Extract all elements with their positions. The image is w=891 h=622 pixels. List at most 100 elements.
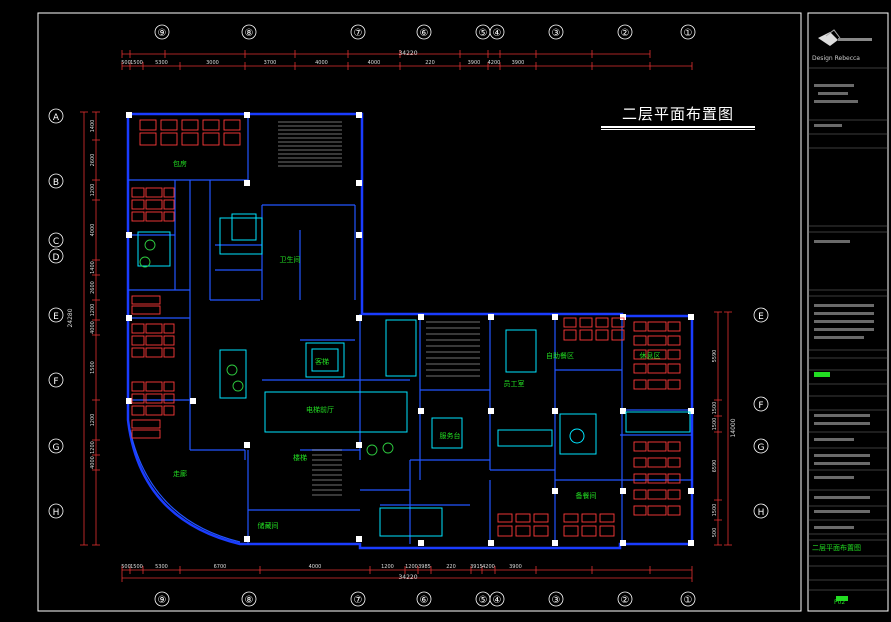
grid-bubble-label: B bbox=[53, 178, 59, 188]
dining-chair bbox=[131, 199, 145, 210]
dining-chair bbox=[163, 335, 175, 346]
grid-bubble-label: ⑤ bbox=[479, 28, 488, 39]
structural-column bbox=[488, 314, 494, 320]
grid-bubble bbox=[48, 503, 64, 519]
structural-column bbox=[620, 488, 626, 494]
dining-table bbox=[131, 429, 161, 439]
dim-bottom-label: 220 bbox=[446, 564, 456, 570]
grid-bubble-label: ⑤ bbox=[479, 595, 488, 606]
structural-column bbox=[552, 408, 558, 414]
dim-left-label: 4000 bbox=[90, 456, 96, 469]
grid-bubble bbox=[350, 591, 366, 607]
dining-chair bbox=[163, 323, 175, 334]
dining-chair bbox=[131, 323, 145, 334]
dining-table bbox=[647, 321, 667, 332]
dim-left-label: 1200 bbox=[90, 304, 96, 317]
dim-bottom-label: 5300 bbox=[155, 564, 168, 570]
title-block-text-bar bbox=[814, 454, 870, 457]
structural-column bbox=[126, 232, 132, 238]
plant-icon bbox=[226, 364, 238, 376]
structural-column bbox=[688, 488, 694, 494]
dim-top-label: 4000 bbox=[315, 60, 328, 66]
title-block-text-bar bbox=[814, 100, 858, 103]
dim-bottom-label: 1200 bbox=[405, 564, 418, 570]
dining-chair bbox=[599, 513, 615, 523]
dining-chair bbox=[131, 211, 145, 222]
title-block-text-bar bbox=[814, 476, 854, 479]
grid-bubble bbox=[48, 307, 64, 323]
title-block-green-tag bbox=[814, 372, 830, 377]
staff-fixtures bbox=[559, 413, 597, 455]
dim-left-label: 1400 bbox=[90, 120, 96, 133]
sheet-number: P02 bbox=[834, 599, 845, 606]
room-label: 休息区 bbox=[640, 351, 661, 360]
title-block-text-bar bbox=[814, 312, 874, 315]
structural-column bbox=[688, 408, 694, 414]
structural-column bbox=[126, 398, 132, 404]
grid-bubble-label: ③ bbox=[552, 28, 561, 39]
plant-icon bbox=[232, 380, 244, 392]
dining-chair bbox=[163, 199, 175, 210]
dining-chair bbox=[667, 363, 681, 374]
grid-bubble-label: D bbox=[53, 253, 60, 263]
dining-chair bbox=[497, 513, 513, 523]
room-label: 客梯 bbox=[315, 357, 329, 366]
dining-table bbox=[647, 441, 667, 452]
dining-chair bbox=[667, 505, 681, 516]
elevator-shaft bbox=[305, 342, 345, 378]
grid-bubble-label: E bbox=[758, 312, 764, 322]
dim-left-label: 4000 bbox=[90, 321, 96, 334]
room-label: 楼梯 bbox=[293, 453, 307, 462]
dim-top-label: 4200 bbox=[488, 60, 501, 66]
structural-column bbox=[244, 112, 250, 118]
elevator-lobby-box bbox=[264, 391, 408, 433]
grid-bubble-label: ⑧ bbox=[245, 595, 254, 606]
grid-bubble-label: H bbox=[758, 508, 765, 518]
dining-table bbox=[145, 405, 163, 416]
dining-table bbox=[145, 187, 163, 198]
dining-table bbox=[139, 132, 157, 146]
dining-table bbox=[563, 329, 577, 341]
grid-bubble-label: H bbox=[53, 508, 60, 518]
dim-top-label: 4000 bbox=[368, 60, 381, 66]
dim-right-label: 6590 bbox=[712, 460, 718, 473]
dining-table bbox=[145, 335, 163, 346]
dining-chair bbox=[581, 513, 597, 523]
plant-icon bbox=[382, 442, 394, 454]
dining-chair bbox=[633, 457, 647, 468]
dining-chair bbox=[579, 317, 593, 328]
structural-column bbox=[488, 408, 494, 414]
dining-chair bbox=[163, 211, 175, 222]
dining-chair bbox=[202, 119, 220, 131]
grid-bubble bbox=[48, 173, 64, 189]
washroom-fixtures bbox=[379, 507, 443, 537]
structural-column bbox=[620, 408, 626, 414]
grid-bubble-label: ④ bbox=[493, 28, 502, 39]
title-block-text-bar bbox=[814, 304, 874, 307]
grid-bubble bbox=[617, 591, 633, 607]
dim-top-label: 220 bbox=[425, 60, 435, 66]
structural-column bbox=[356, 180, 362, 186]
dining-table bbox=[599, 525, 615, 537]
grid-bubble bbox=[548, 591, 564, 607]
overall-dim-left: 24280 bbox=[67, 308, 74, 327]
plant-icon bbox=[366, 444, 378, 456]
grid-bubble bbox=[548, 24, 564, 40]
dining-table bbox=[647, 473, 667, 484]
dim-bottom-label: 1500 bbox=[130, 564, 143, 570]
dim-top-label: 3000 bbox=[206, 60, 219, 66]
dim-right-label: 500 bbox=[712, 528, 718, 538]
dim-bottom-label: 4200 bbox=[482, 564, 495, 570]
dim-left-label: 1400 bbox=[90, 261, 96, 274]
dim-right-label: 1500 bbox=[712, 402, 718, 415]
dining-chair bbox=[533, 513, 549, 523]
grid-bubble-label: ⑨ bbox=[158, 595, 167, 606]
dining-table bbox=[131, 419, 161, 429]
structural-column bbox=[620, 540, 626, 546]
fixtures-layer bbox=[137, 121, 691, 537]
dining-table bbox=[595, 329, 609, 341]
dim-right-label: 1500 bbox=[712, 504, 718, 517]
grid-bubble bbox=[241, 591, 257, 607]
structural-column bbox=[688, 314, 694, 320]
room-label: 卫生间 bbox=[280, 255, 301, 264]
